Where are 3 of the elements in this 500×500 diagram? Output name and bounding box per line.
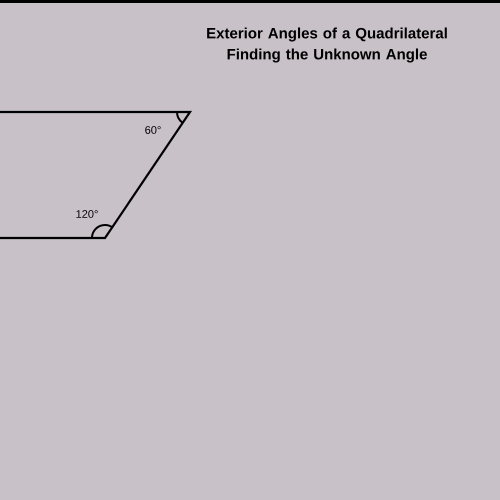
angle-label: 120°	[76, 210, 98, 218]
title: Exterior Angles of a Quadrilateral Finding the Unknown Angle	[207, 27, 447, 63]
angle-label: 60°	[145, 126, 161, 134]
